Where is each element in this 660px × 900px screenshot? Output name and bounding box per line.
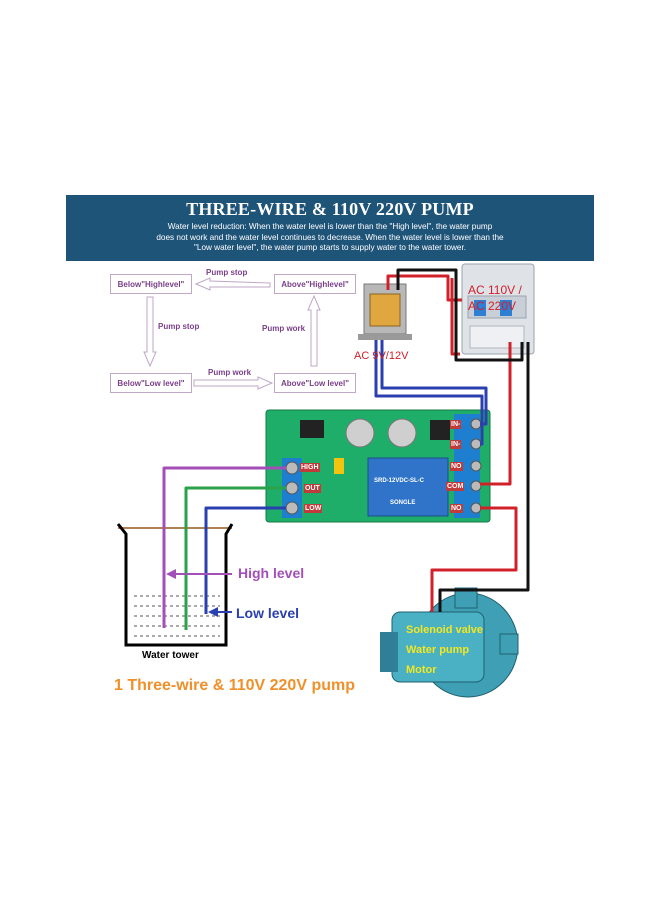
pump-item-solenoid-valve: Solenoid valve — [406, 624, 484, 636]
relay-brand: SONGLE — [390, 500, 416, 506]
relay-board — [265, 409, 491, 523]
high-level-label: High level — [238, 565, 305, 581]
flow-label-pump-work-bottom: Pump work — [208, 368, 252, 377]
ac-low-label: AC 9V/12V — [354, 350, 409, 362]
high-level-arrowhead — [166, 569, 176, 579]
banner-line-2: does not work and the water level contin… — [156, 232, 504, 242]
flow-label-pump-stop-top: Pump stop — [206, 268, 248, 277]
pin-com: COM — [446, 482, 465, 491]
flow-label-pump-stop-left: Pump stop — [158, 322, 200, 331]
flow-box-below-low: Below"Low level" — [110, 373, 192, 393]
pump-item-water-pump: Water pump — [406, 644, 470, 656]
pin-in-2: IN- — [450, 440, 462, 449]
pin-in-1: IN- — [450, 420, 462, 429]
relay-model: SRD-12VDC-SL-C — [374, 478, 425, 484]
water-pump — [380, 587, 519, 698]
water-tower-label: Water tower — [142, 650, 199, 661]
pin-no-1: NO — [450, 462, 463, 471]
transformer — [358, 283, 412, 340]
low-level-arrowhead — [208, 607, 218, 617]
pin-out: OUT — [304, 484, 321, 493]
pin-low: LOW — [304, 504, 323, 513]
flow-label-pump-work-right: Pump work — [262, 324, 306, 333]
banner-description: Water level reduction: When the water le… — [96, 222, 564, 254]
pin-high: HIGH — [300, 463, 320, 472]
flow-box-above-low: Above"Low level" — [274, 373, 356, 393]
pin-no-2: NO — [450, 504, 463, 513]
ac-mains-label: AC 110V / AC 220V — [468, 283, 522, 313]
caption: 1 Three-wire & 110V 220V pump — [114, 677, 355, 694]
circuit-breaker — [461, 263, 535, 355]
arrow-up-right — [307, 294, 321, 367]
flow-box-below-high: Below"Highlevel" — [110, 274, 192, 294]
arrow-right-bottom — [193, 376, 274, 390]
title-banner: THREE-WIRE & 110V 220V PUMP Water level … — [66, 195, 594, 261]
arrow-left-top — [194, 277, 271, 291]
pump-item-motor: Motor — [406, 664, 437, 676]
flow-arrows — [143, 277, 321, 390]
banner-title: THREE-WIRE & 110V 220V PUMP — [186, 199, 474, 219]
banner-line-3: "Low water level", the water pump starts… — [193, 243, 467, 252]
wires — [162, 268, 530, 630]
arrow-down-left — [143, 296, 157, 368]
flow-box-above-high: Above"Highlevel" — [274, 274, 356, 294]
water-tower — [116, 523, 234, 647]
low-level-label: Low level — [236, 605, 300, 621]
banner-line-1: Water level reduction: When the water le… — [167, 222, 493, 231]
